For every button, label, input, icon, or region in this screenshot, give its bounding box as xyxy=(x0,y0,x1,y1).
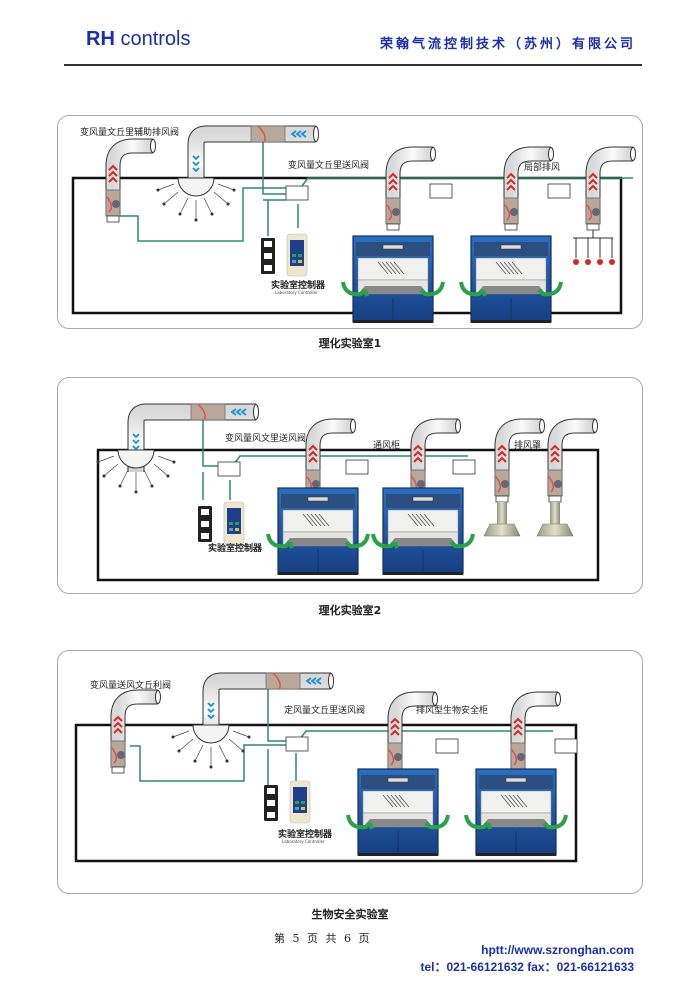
label-controller: 实验室控制器 xyxy=(208,544,263,554)
label-aux-exhaust-valve: 变风量文丘里辅助排风阀 xyxy=(80,128,180,138)
label-supply-valve: 变风量风文里送风阀 xyxy=(225,434,307,444)
diagram-chemistry-lab-1: 变风量文丘里辅助排风阀 变风量文丘里送风阀 局部排风 实验室控制器 Labora… xyxy=(57,115,643,329)
fume-hood-1 xyxy=(341,234,445,325)
contact-info: tel：021-66121632 fax：021-66121633 xyxy=(420,960,635,974)
diagram-2-graphic xyxy=(96,378,642,582)
label-controller: 实验室控制器 xyxy=(271,281,326,291)
label-supply-venturi: 变风量送风文丘利阀 xyxy=(90,681,172,691)
diagram-chemistry-lab-2: 变风量风文里送风阀 通风柜 排风罩 实验室控制器 xyxy=(57,377,643,594)
label-controller-en: Laboratory Controller xyxy=(275,290,318,295)
company-logo: RH controls xyxy=(86,28,191,50)
caption-diagram-3: 生物安全实验室 xyxy=(311,908,389,921)
biosafety-cabinet-1 xyxy=(346,767,450,858)
hood-1-control-box xyxy=(345,459,369,475)
exhaust-hood-canopies xyxy=(483,502,574,537)
signal-wiring xyxy=(120,136,633,242)
room-control-box xyxy=(217,461,241,477)
hood-2-control-box xyxy=(547,183,571,199)
hood-2-control-box xyxy=(452,459,476,475)
page-number: 第 5 页 共 6 页 xyxy=(274,932,372,945)
caption-diagram-2: 理化实验室2 xyxy=(318,604,382,617)
label-local-exhaust: 局部排风 xyxy=(524,163,561,173)
label-exhaust-hood: 排风罩 xyxy=(514,441,542,451)
fume-hood-1 xyxy=(266,486,370,577)
label-constant-supply-valve: 定风量文丘里送风阀 xyxy=(284,706,366,716)
fume-hood-2 xyxy=(459,234,563,325)
diagram-1-graphic xyxy=(71,116,642,325)
bsc-1-control-box xyxy=(435,738,459,754)
biosafety-cabinet-2 xyxy=(464,767,568,858)
header-divider xyxy=(64,64,642,66)
room-control-box xyxy=(285,185,309,201)
label-biosafety-cabinet: 排风型生物安全柜 xyxy=(416,706,489,716)
label-supply-valve: 变风量文丘里送风阀 xyxy=(288,161,370,171)
signal-wiring xyxy=(130,681,553,789)
fume-hood-2 xyxy=(371,486,475,577)
company-name: 荣翰气流控制技术（苏州）有限公司 xyxy=(379,37,636,52)
website-link[interactable]: hptt://www.szronghan.com xyxy=(481,943,634,957)
label-controller: 实验室控制器 xyxy=(278,830,333,840)
caption-diagram-1: 理化实验室1 xyxy=(318,337,382,350)
room-control-box xyxy=(285,736,309,752)
local-exhaust-nozzles xyxy=(573,230,615,265)
diagram-3-graphic xyxy=(74,651,578,863)
diagram-biosafety-lab: 变风量送风文丘利阀 定风量文丘里送风阀 排风型生物安全柜 实验室控制器 Labo… xyxy=(57,650,643,894)
signal-wiring xyxy=(202,410,468,500)
label-fume-hood: 通风柜 xyxy=(373,441,401,451)
hood-1-control-box xyxy=(429,183,453,199)
bsc-2-control-box xyxy=(554,738,578,754)
label-controller-en: Laboratory Controller xyxy=(282,839,325,844)
